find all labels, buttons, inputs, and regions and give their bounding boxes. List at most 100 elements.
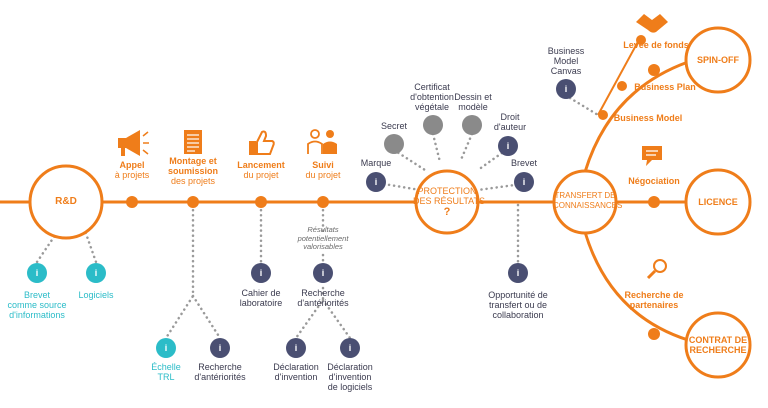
contrat-circle bbox=[684, 311, 752, 379]
stage-lancement-sub: du projet bbox=[243, 170, 279, 180]
opportunite-line2: transfert ou de bbox=[488, 300, 548, 310]
stage-suivi-title: Suivi bbox=[312, 160, 334, 170]
stage-montage-sub: des projets bbox=[170, 176, 216, 186]
recherche-partenaires-label: Recherche de partenaires bbox=[622, 290, 686, 310]
canvas-line2: Model bbox=[553, 56, 579, 66]
stage-lancement: Lancement du projet bbox=[228, 160, 294, 180]
stage-appel-sub: à projets bbox=[114, 170, 150, 180]
rd-brevet-label: Brevet comme source d'informations bbox=[2, 290, 72, 320]
info-icon[interactable]: i bbox=[506, 141, 510, 151]
info-icon[interactable]: i bbox=[564, 84, 568, 94]
protection-secret-label: Secret bbox=[380, 121, 407, 131]
info-icon[interactable]: i bbox=[259, 268, 263, 278]
montage-echelle-label: Échelle TRL bbox=[142, 362, 190, 382]
megaphone-icon bbox=[118, 130, 149, 156]
info-icon[interactable]: i bbox=[374, 177, 378, 187]
spinoff-label: SPIN-OFF bbox=[697, 55, 739, 65]
timeline-nodes bbox=[126, 35, 660, 340]
partenaires-line2: partenaires bbox=[629, 300, 679, 310]
protection-dessin-line2: modèle bbox=[458, 102, 488, 112]
protection-label-line1: PROTECTION bbox=[417, 186, 477, 196]
lancement-cahier-label: Cahier de laboratoire bbox=[231, 288, 291, 308]
levee-de-fonds-label: Levée de fonds bbox=[623, 40, 689, 50]
transfert-label: TRANSFERT DE CONNAISSANCES bbox=[553, 191, 623, 210]
info-icon[interactable]: i bbox=[516, 268, 520, 278]
stage-lancement-title: Lancement bbox=[237, 160, 285, 170]
stage-appel-title: Appel bbox=[119, 160, 145, 170]
transfert-circle bbox=[552, 169, 618, 235]
lancement-cahier-line1: Cahier de bbox=[241, 288, 281, 298]
info-icon[interactable]: i bbox=[218, 343, 222, 353]
document-icon bbox=[184, 130, 202, 154]
protection-droit-line2: d'auteur bbox=[493, 122, 527, 132]
canvas-line1: Business bbox=[547, 46, 585, 56]
protection-certificat-line1: Certificat bbox=[414, 82, 450, 92]
montage-echelle-line2: TRL bbox=[157, 372, 175, 382]
lancement-cahier-line2: laboratoire bbox=[239, 298, 283, 308]
suivi-results-note: Résultats potentiellement valorisables bbox=[289, 225, 357, 252]
protection-dessin-line1: Dessin et bbox=[454, 92, 492, 102]
suivi-recherche-label: Recherche d'antériorités bbox=[291, 288, 355, 308]
protection-certificat-label: Certificat d'obtention végétale bbox=[398, 82, 466, 112]
business-model-label: Business Model bbox=[613, 113, 683, 123]
stage-montage-title2: soumission bbox=[167, 166, 218, 176]
protection-droit-line1: Droit bbox=[500, 112, 520, 122]
info-icon[interactable]: i bbox=[348, 343, 352, 353]
montage-echelle-line1: Échelle bbox=[151, 362, 181, 372]
partenaires-line1: Recherche de bbox=[624, 290, 684, 300]
branch-spinoff bbox=[583, 60, 689, 173]
thumbs-up-icon bbox=[249, 130, 275, 155]
rd-brevet-line1: Brevet bbox=[23, 290, 50, 300]
magnifier-icon bbox=[646, 259, 667, 280]
opportunite-label: Opportunité de transfert ou de collabora… bbox=[480, 290, 556, 320]
info-icon[interactable]: i bbox=[94, 268, 98, 278]
suivi-decl-log-line2: d'invention bbox=[328, 372, 372, 382]
suivi-declaration-line1: Déclaration bbox=[273, 362, 319, 372]
protection-circle bbox=[414, 169, 480, 235]
montage-recherche-line2: d'antériorités bbox=[194, 372, 246, 382]
protection-droit-label: Droit d'auteur bbox=[488, 112, 532, 132]
spinoff-circle bbox=[684, 26, 752, 94]
suivi-note-line3: valorisables bbox=[303, 242, 343, 251]
suivi-recherche-line2: d'antériorités bbox=[297, 298, 349, 308]
negociation-label: Négociation bbox=[628, 176, 680, 186]
suivi-declaration-label: Déclaration d'invention bbox=[266, 362, 326, 382]
transfert-label-line1: TRANSFERT DE bbox=[554, 191, 616, 200]
contrat-label-line1: CONTRAT DE bbox=[688, 335, 748, 345]
info-icon[interactable]: i bbox=[35, 268, 39, 278]
montage-recherche-line1: Recherche bbox=[198, 362, 242, 372]
transfert-label-line2: CONNAISSANCES bbox=[553, 200, 623, 210]
suivi-decl-log-line3: de logiciels bbox=[327, 382, 373, 392]
info-icon[interactable]: i bbox=[321, 268, 325, 278]
rd-label: R&D bbox=[55, 196, 77, 207]
business-plan-label: Business Plan bbox=[634, 82, 696, 92]
contrat-label-line2: RECHERCHE bbox=[689, 345, 747, 355]
people-icon bbox=[307, 129, 337, 154]
branch-levee bbox=[597, 37, 641, 116]
navy-info-circles bbox=[210, 79, 576, 358]
suivi-declaration-line2: d'invention bbox=[274, 372, 318, 382]
info-icon[interactable]: i bbox=[164, 343, 168, 353]
protection-label-question: ? bbox=[443, 206, 451, 218]
branch-contrat bbox=[583, 231, 689, 342]
suivi-decl-log-line1: Déclaration bbox=[327, 362, 373, 372]
suivi-note-line1: Résultats bbox=[307, 225, 339, 234]
info-icon[interactable]: i bbox=[522, 177, 526, 187]
opportunite-line3: collaboration bbox=[492, 310, 544, 320]
opportunite-line1: Opportunité de bbox=[488, 290, 548, 300]
protection-brevet-label: Brevet bbox=[510, 158, 537, 168]
business-model-canvas-label: Business Model Canvas bbox=[538, 46, 594, 76]
protection-dessin-label: Dessin et modèle bbox=[448, 92, 498, 112]
rd-circle bbox=[28, 164, 104, 240]
info-icon[interactable]: i bbox=[294, 343, 298, 353]
protection-certificat-line2: d'obtention bbox=[410, 92, 454, 102]
speech-bubble-icon bbox=[642, 146, 662, 166]
teal-info-circles bbox=[27, 263, 176, 358]
stage-suivi: Suivi du projet bbox=[293, 160, 353, 180]
protection-marque-label: Marque bbox=[360, 158, 392, 168]
stage-appel: Appel à projets bbox=[102, 160, 162, 180]
suivi-declaration-logiciels-label: Déclaration d'invention de logiciels bbox=[318, 362, 382, 392]
rd-brevet-line3: d'informations bbox=[9, 310, 65, 320]
contrat-label: CONTRAT DE RECHERCHE bbox=[686, 335, 750, 355]
